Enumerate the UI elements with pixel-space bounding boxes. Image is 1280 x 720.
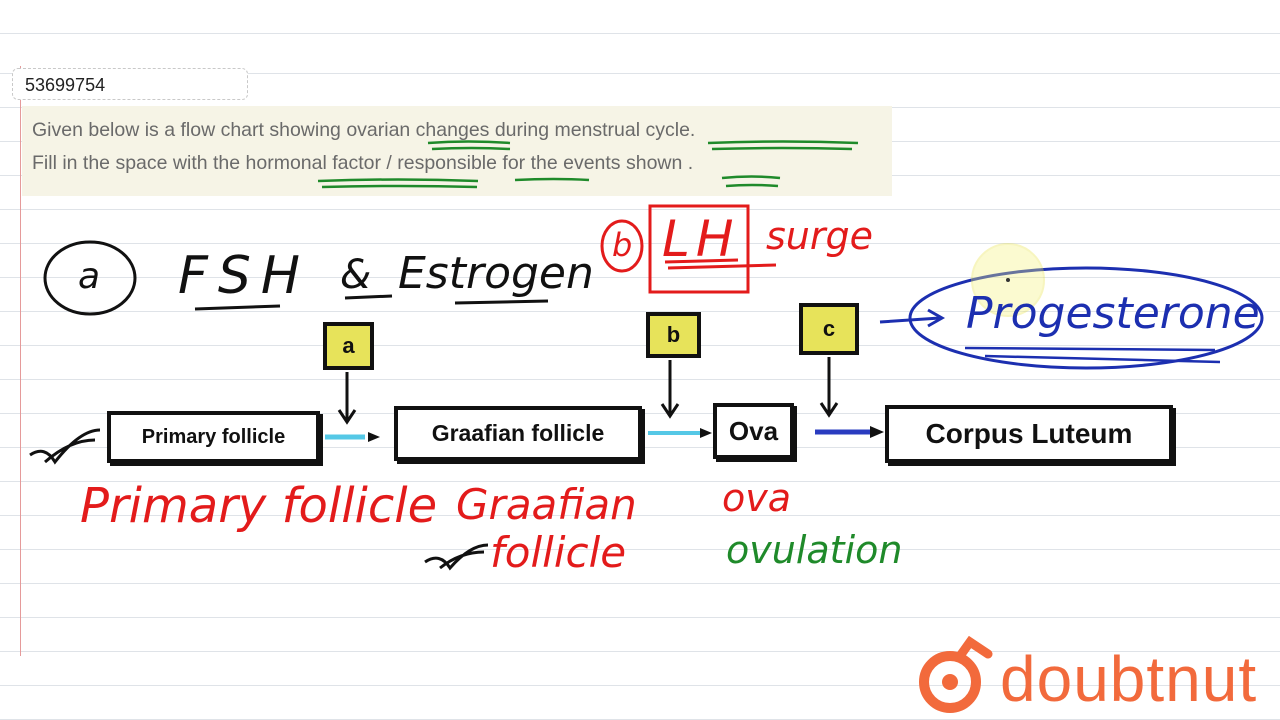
answer-lh: LH: [662, 210, 740, 268]
circle-b: [600, 219, 644, 273]
underline-fsh: [194, 304, 281, 311]
label-graafian: Graafian: [456, 480, 637, 529]
answer-surge: surge: [766, 214, 874, 258]
answer-estrogen: Estrogen: [398, 248, 594, 299]
blank-c: c: [799, 303, 859, 355]
circle-a-label: a: [78, 256, 101, 297]
label-follicle: follicle: [490, 528, 627, 577]
arrow-to-progesterone: [879, 316, 941, 324]
underline-lh: [664, 258, 777, 270]
underline-events: [721, 175, 781, 188]
question-id: 53699754: [12, 68, 248, 100]
logo-mark-icon: [919, 651, 981, 713]
circle-a: [43, 240, 137, 316]
blank-b: b: [646, 312, 701, 358]
underline-estrogen: [454, 299, 549, 305]
circle-b-label: b: [612, 226, 633, 264]
tick-mark-2: [424, 543, 489, 571]
label-primary-follicle: Primary follicle: [80, 478, 438, 534]
brand-name: doubtnut: [1000, 643, 1258, 715]
margin-line: [20, 66, 21, 656]
arrow-a-down: [337, 372, 357, 425]
arrow-c-down: [819, 357, 839, 418]
underline-progesterone: [964, 346, 1221, 364]
underline-hormonal: [317, 178, 479, 189]
lh-box: [648, 204, 750, 294]
answer-amp: &: [340, 252, 372, 298]
box-primary-follicle: Primary follicle: [107, 411, 320, 463]
box-ova: Ova: [713, 403, 794, 459]
arrow-b-down: [660, 360, 680, 419]
underline-responsible: [514, 177, 590, 182]
underline-menstrual: [707, 140, 859, 151]
question-line-1: Given below is a flow chart showing ovar…: [32, 119, 696, 141]
doubtnut-logo: [919, 636, 993, 713]
label-ova: ova: [722, 476, 792, 520]
progesterone-ellipse: [908, 266, 1264, 370]
box-corpus-luteum: Corpus Luteum: [885, 405, 1173, 463]
blank-a: a: [323, 322, 374, 370]
label-ovulation: ovulation: [726, 528, 903, 572]
underline-ovarian: [427, 140, 511, 151]
answer-fsh: FSH: [178, 246, 311, 306]
tick-mark-1: [29, 428, 101, 465]
answer-progesterone: Progesterone: [966, 288, 1260, 339]
underline-amp: [344, 294, 393, 300]
question-line-2: Fill in the space with the hormonal fact…: [32, 152, 694, 174]
box-graafian-follicle: Graafian follicle: [394, 406, 642, 461]
